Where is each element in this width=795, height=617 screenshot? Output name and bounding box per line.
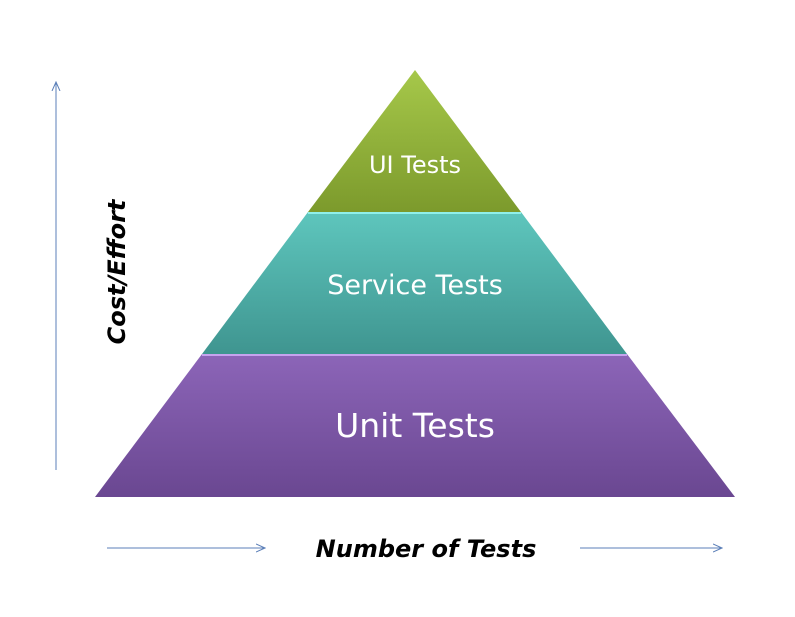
tier-label-ui: UI Tests [369,151,461,179]
tier-label-service: Service Tests [327,270,503,301]
x-axis-label: Number of Tests [316,535,537,563]
y-axis-label: Cost/Effort [103,198,131,344]
tier-label-unit: Unit Tests [335,406,495,445]
tier-service-tests [202,212,627,354]
tier-ui-tests [308,70,521,212]
tier-unit-tests [95,354,735,497]
